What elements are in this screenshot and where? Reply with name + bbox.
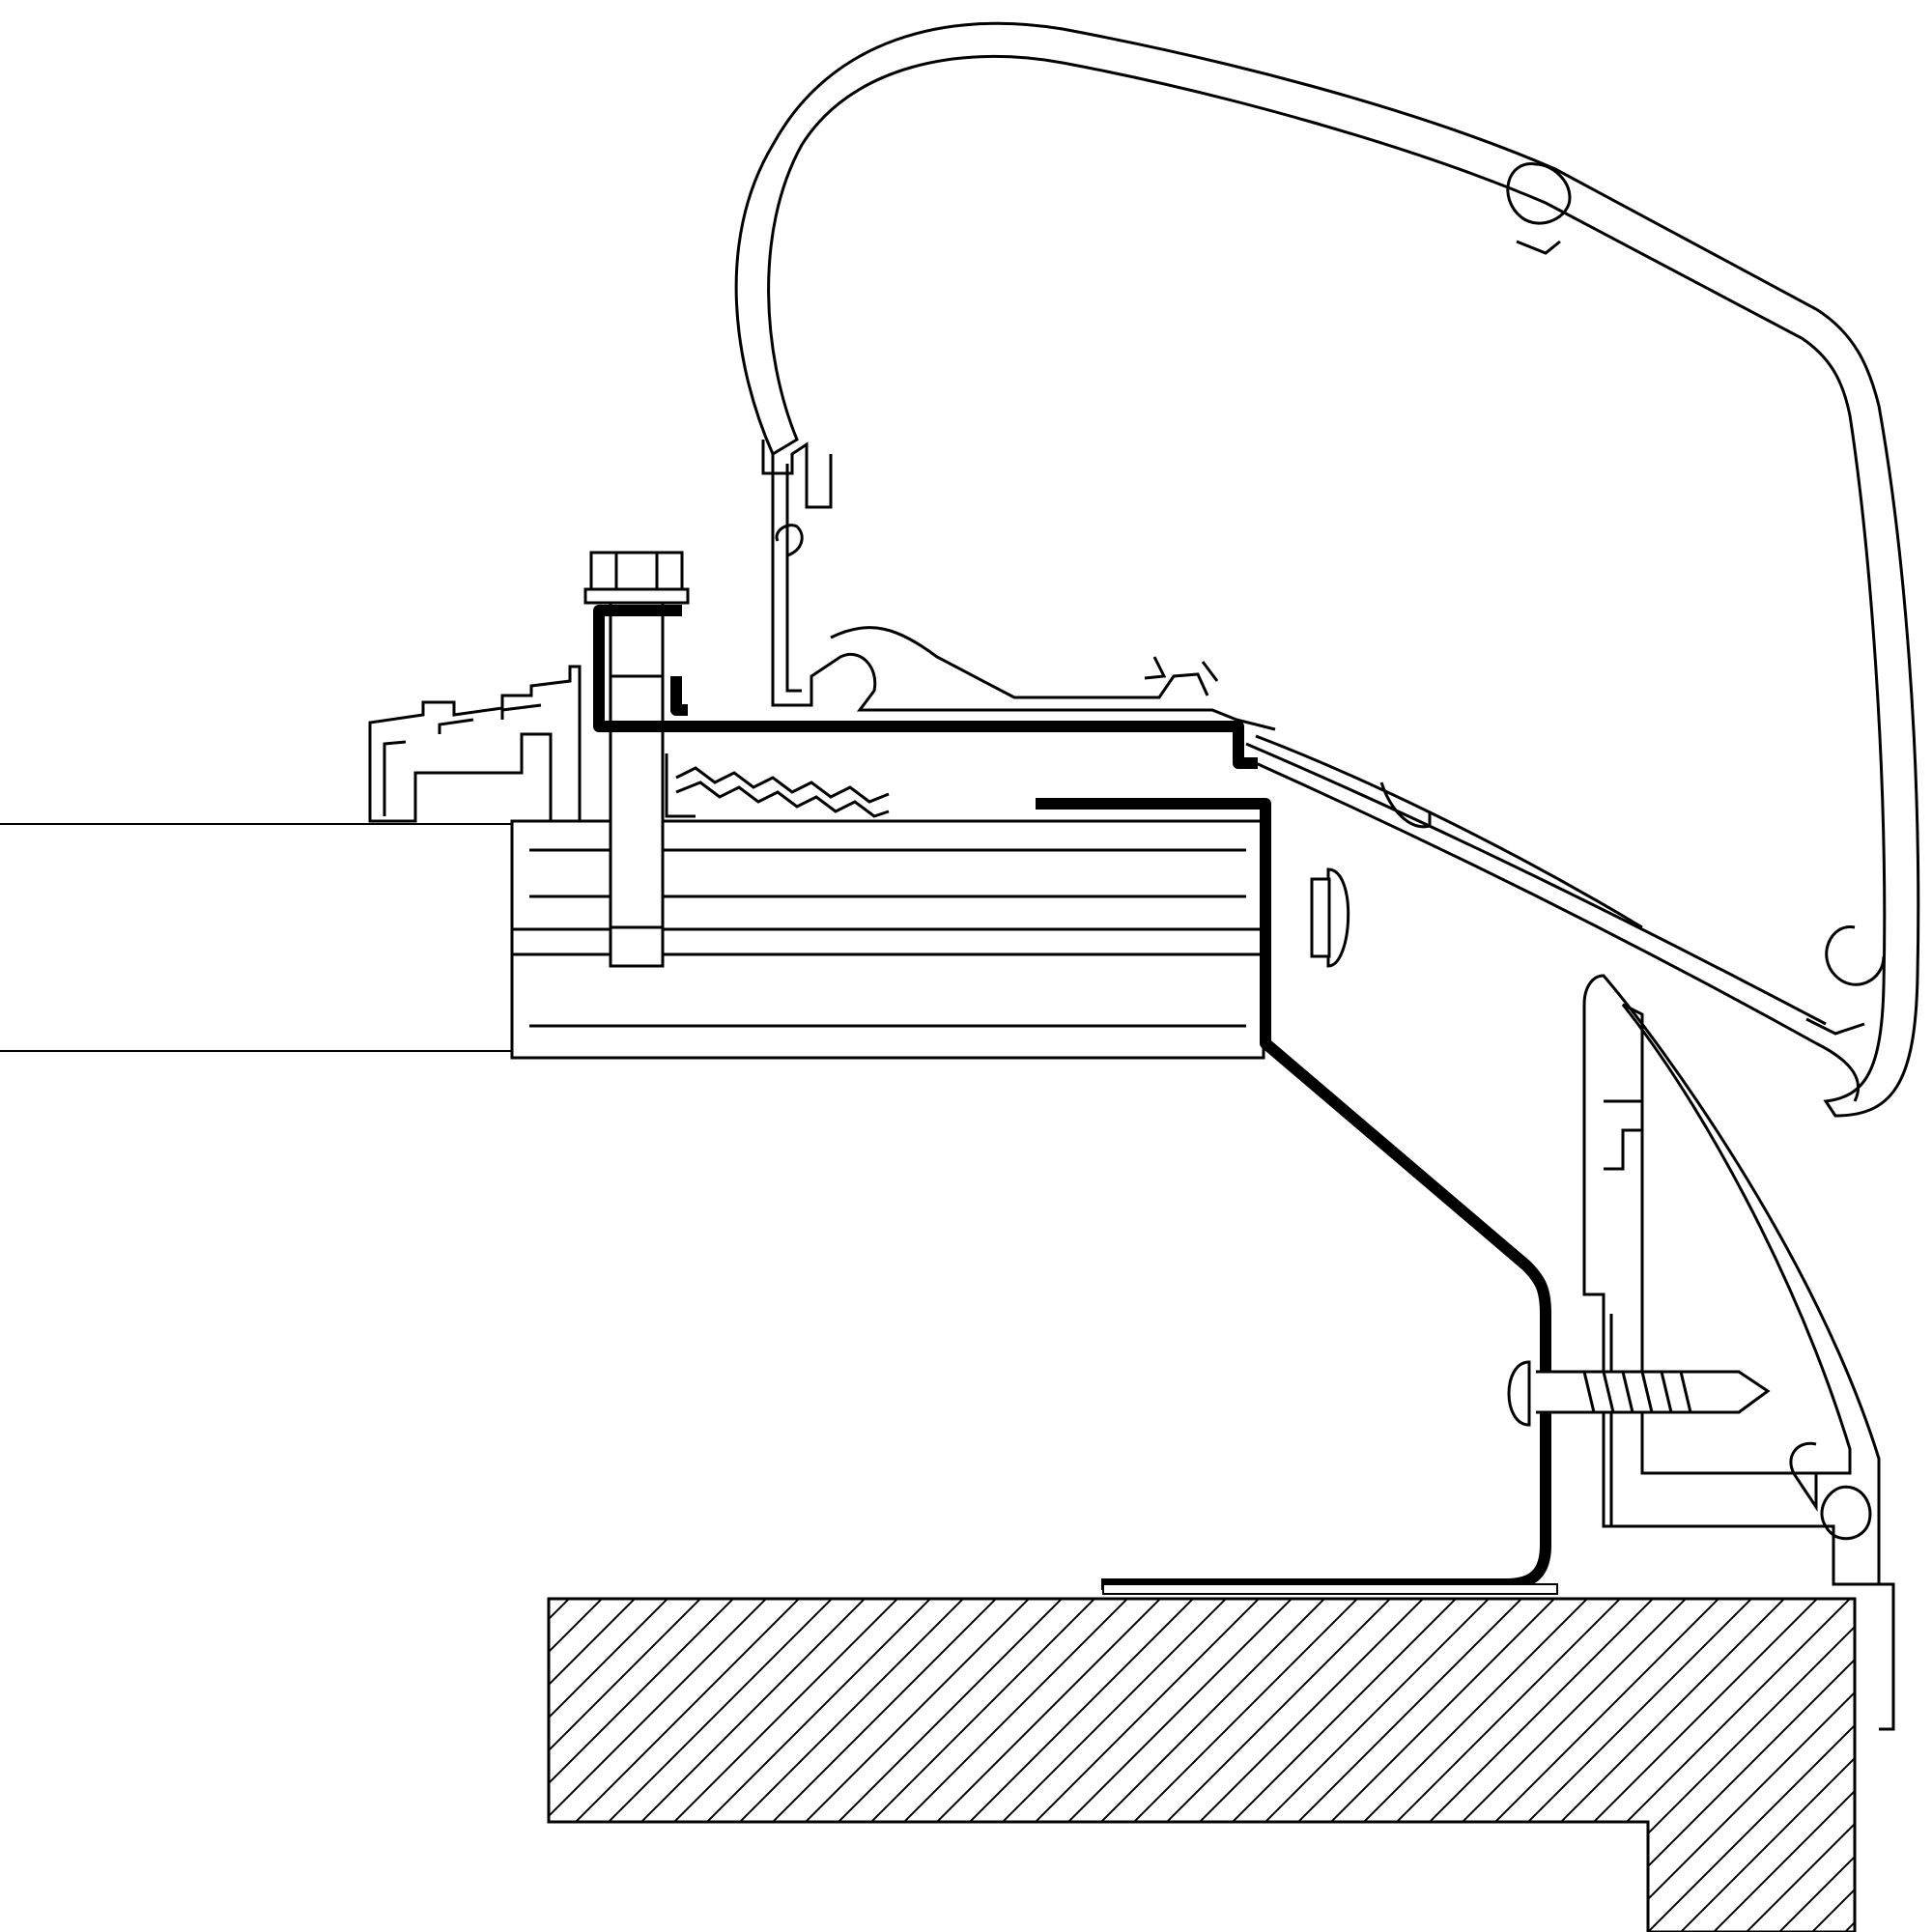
roof-clamp-profile xyxy=(368,665,890,823)
roof-panel xyxy=(0,823,512,1052)
vehicle-wall-section xyxy=(547,1597,1857,1932)
bracket-foot-seal xyxy=(1102,1583,1558,1595)
awning-upper-profile xyxy=(761,440,1643,929)
awning-case xyxy=(734,21,1920,1118)
wall-rail xyxy=(1245,742,1895,1731)
adapter-bracket xyxy=(593,605,1551,1590)
wood-screw xyxy=(1507,1360,1771,1427)
hex-bolt xyxy=(583,551,690,968)
pan-head-screw xyxy=(1310,867,1350,968)
